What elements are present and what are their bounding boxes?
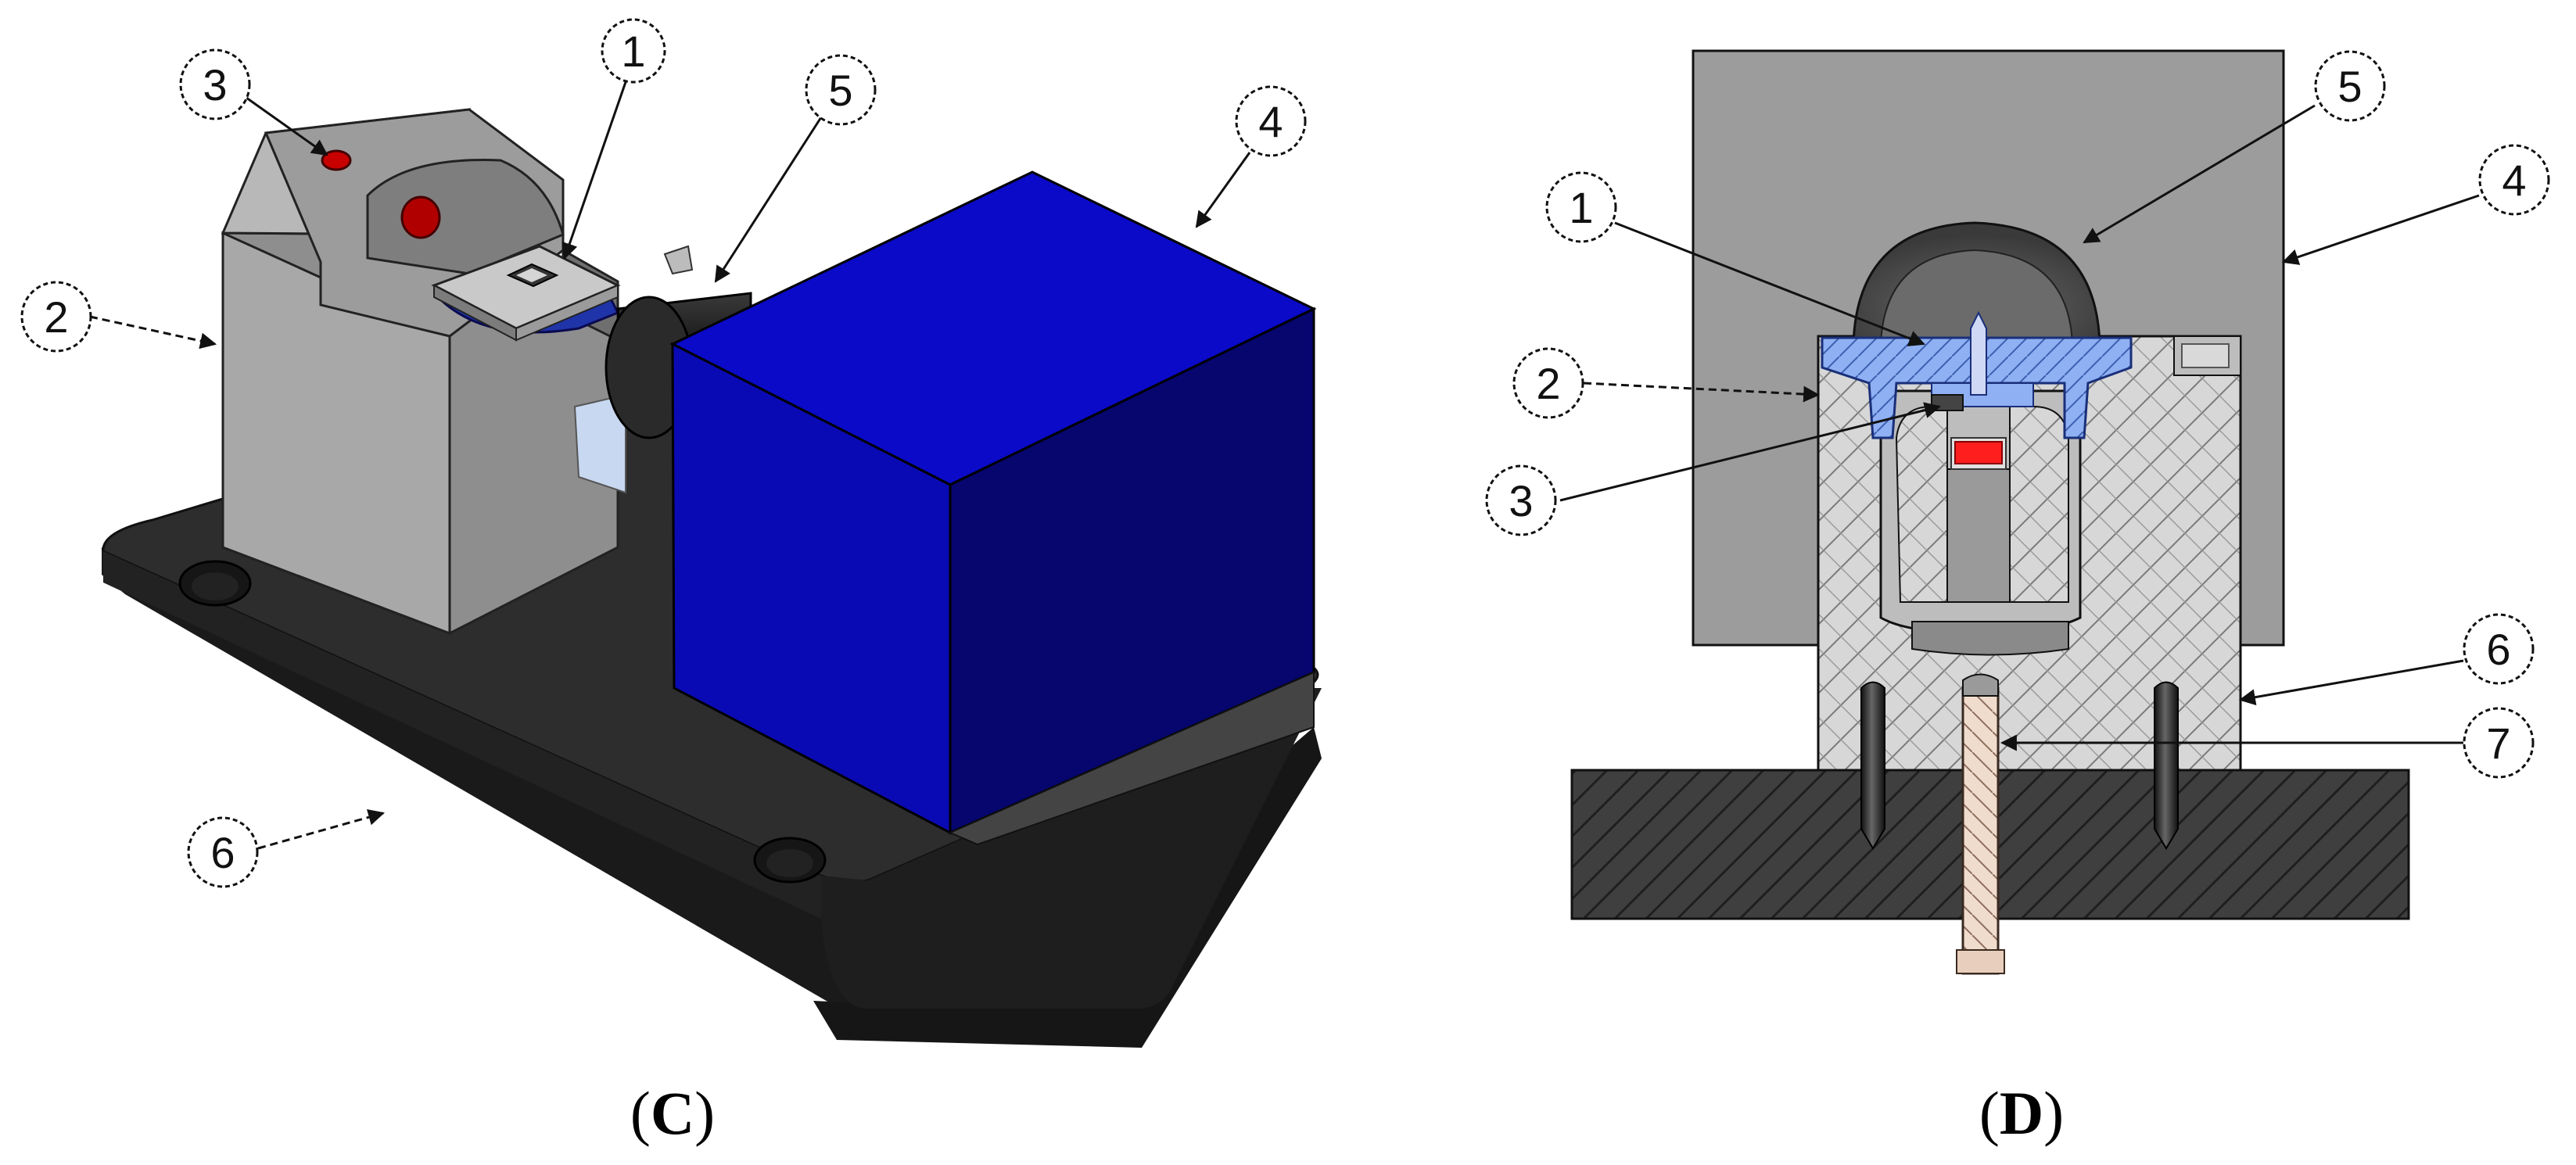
- callout-c-2: 2: [20, 281, 217, 353]
- dome-lens: [1852, 221, 2101, 346]
- callout-d-6-label: 6: [2486, 625, 2510, 674]
- callout-c-3: 3: [179, 48, 328, 156]
- callout-d-5: 5: [2083, 50, 2386, 244]
- caption-d: (D): [1979, 1079, 2064, 1147]
- callout-d-3: 3: [1485, 402, 1942, 536]
- blue-mount: [1821, 310, 2133, 439]
- callout-d-1: 1: [1545, 171, 1925, 346]
- panel-c: 1 2 3 4 5: [20, 18, 1322, 1147]
- callouts-d: 1 2 3 4 5: [1485, 50, 2550, 779]
- red-sensor-chip: [1954, 441, 2003, 464]
- callout-d-7: 7: [2000, 707, 2535, 779]
- sensor-mount: [431, 245, 621, 342]
- callouts-c: 1 2 3 4 5: [20, 18, 1307, 888]
- callout-c-1: 1: [561, 18, 666, 260]
- callout-d-7-label: 7: [2486, 719, 2510, 768]
- sensor-cavity: [1879, 389, 2082, 656]
- callout-c-5-label: 5: [828, 66, 852, 115]
- callout-d-2-label: 2: [1536, 359, 1560, 408]
- callout-d-4: 4: [2282, 144, 2550, 265]
- callout-c-6-label: 6: [210, 828, 235, 877]
- dowel-pins: [1860, 681, 2179, 850]
- callout-d-6: 6: [2238, 613, 2535, 706]
- callout-d-4-label: 4: [2502, 156, 2526, 205]
- callout-c-4: 4: [1195, 85, 1307, 228]
- panel-d: 1 2 3 4 5: [1485, 49, 2550, 1147]
- sensor-housing: [221, 108, 626, 636]
- caption-c: (C): [630, 1079, 715, 1147]
- callout-c-6: 6: [187, 809, 386, 888]
- blue-cube: [669, 170, 1317, 846]
- callout-d-3-label: 3: [1509, 476, 1533, 525]
- callout-c-2-label: 2: [44, 292, 68, 342]
- callout-c-4-label: 4: [1258, 97, 1283, 146]
- callout-d-1-label: 1: [1569, 183, 1593, 232]
- callout-c-3-label: 3: [203, 60, 227, 109]
- callout-c-1-label: 1: [621, 27, 645, 76]
- callout-c-5: 5: [714, 54, 877, 283]
- callout-d-2: 2: [1512, 347, 1821, 419]
- screw: [1956, 673, 2005, 975]
- callout-d-5-label: 5: [2337, 62, 2362, 111]
